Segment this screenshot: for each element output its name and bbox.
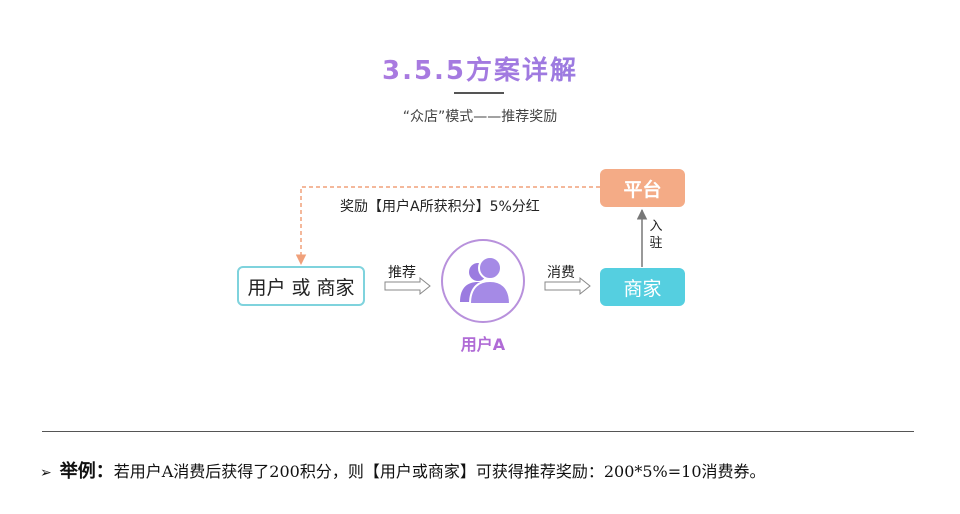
page-title: 3.5.5方案详解 (0, 50, 960, 87)
node-user-a (441, 239, 525, 323)
bullet-arrow-icon: ➢ (40, 465, 52, 481)
example-label: 举例： (59, 461, 114, 482)
reward-label: 奖励【用户A所获积分】5%分红 (340, 199, 540, 215)
users-icon (460, 256, 512, 305)
settle-label: 入驻 (649, 219, 663, 251)
consume-label: 消费 (547, 265, 575, 281)
node-platform: 平台 (600, 169, 685, 207)
page-subtitle: “众店”模式——推荐奖励 (402, 109, 558, 125)
reward-connector (295, 186, 600, 266)
section-divider (42, 431, 914, 432)
node-user-or-merchant: 用户 或 商家 (237, 266, 365, 306)
user-a-label: 用户A (460, 335, 506, 354)
title-underline (454, 92, 504, 94)
recommend-label: 推荐 (388, 265, 416, 281)
consume-arrow (544, 276, 591, 296)
example-row: ➢ 举例：若用户A消费后获得了200积分，则【用户或商家】可获得推荐奖励：200*… (40, 457, 940, 483)
example-text: 若用户A消费后获得了200积分，则【用户或商家】可获得推荐奖励：200*5%=1… (113, 462, 766, 481)
recommend-arrow (384, 276, 431, 296)
node-merchant: 商家 (600, 268, 685, 306)
